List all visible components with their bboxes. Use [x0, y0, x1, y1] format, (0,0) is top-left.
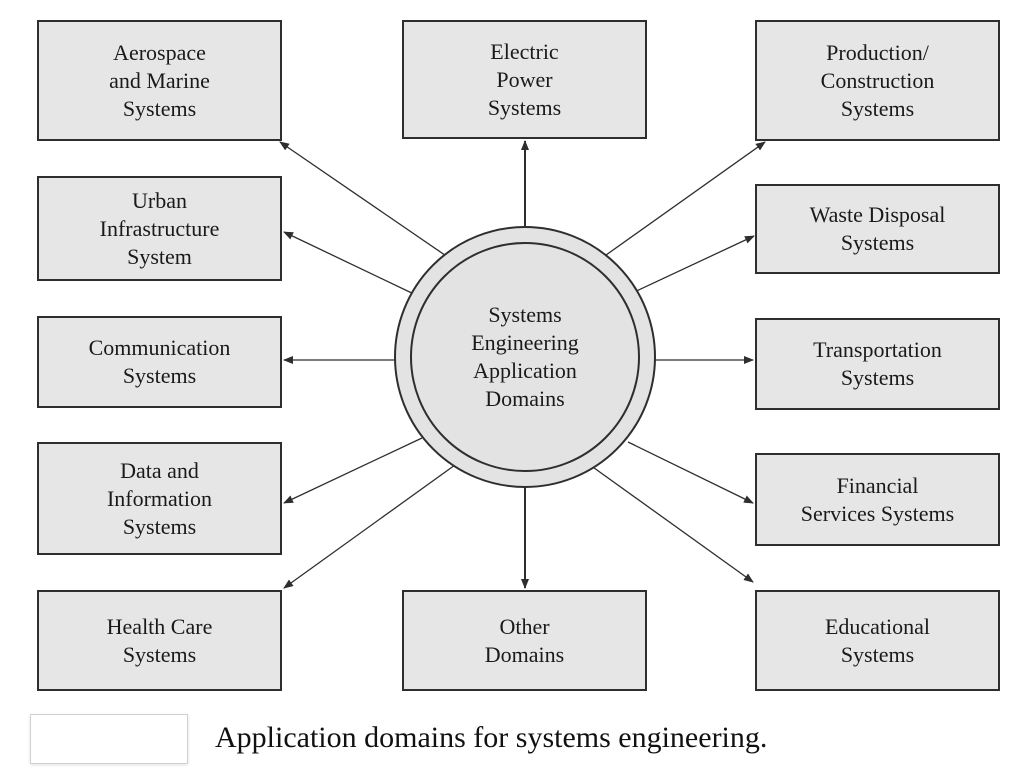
domain-label-line: Communication — [88, 335, 231, 360]
hub-inner-ring — [410, 242, 640, 472]
domain-label-line: Systems — [122, 363, 197, 388]
domain-label-line: Systems — [122, 95, 197, 121]
domain-label-line: Services Systems — [800, 500, 955, 526]
domain-label-line: Urban — [132, 187, 187, 213]
domain-label-line: Systems — [840, 95, 915, 121]
domain-label-line: Systems — [122, 513, 197, 539]
arrow-to-educational — [589, 464, 754, 583]
caption-placeholder-box — [30, 714, 188, 764]
domain-label-line: Electric — [490, 38, 559, 64]
domain-box-transportation: Transportation Systems — [755, 318, 1000, 410]
domain-label-line: Health Care — [106, 613, 213, 639]
arrow-to-financial — [627, 441, 754, 504]
figure-caption: Application domains for systems engineer… — [215, 721, 768, 754]
hub-label: Systems Engineering Application Domains — [410, 272, 640, 442]
hub-label-line: Engineering — [471, 330, 579, 355]
hub-label-line: Application — [473, 358, 577, 383]
domain-label-line: Power — [496, 66, 553, 92]
domain-label-line: Systems — [840, 230, 915, 255]
arrow-to-urban — [283, 231, 419, 297]
domain-box-healthcare: Health Care Systems — [37, 590, 282, 691]
domain-box-waste: Waste Disposal Systems — [755, 184, 1000, 274]
arrow-to-aerospace — [279, 141, 456, 263]
domain-box-educational: Educational Systems — [755, 590, 1000, 691]
domain-label-line: Transportation — [813, 337, 942, 362]
domain-label-line: Systems — [840, 641, 915, 667]
domain-box-aerospace: Aerospace and Marine Systems — [37, 20, 282, 141]
domain-label-line: Other — [499, 613, 550, 639]
domain-box-communication: Communication Systems — [37, 316, 282, 408]
domain-label-line: System — [127, 243, 192, 269]
domain-label-line: Infrastructure — [99, 215, 220, 241]
domain-label-line: Systems — [840, 365, 915, 390]
arrow-to-production — [591, 141, 766, 266]
domain-box-urban: Urban Infrastructure System — [37, 176, 282, 281]
domain-label-line: Construction — [820, 67, 935, 93]
domain-label-line: Educational — [824, 613, 931, 639]
hub-label-line: Domains — [485, 386, 565, 411]
domain-box-electric: Electric Power Systems — [402, 20, 647, 139]
arrow-to-data — [283, 437, 423, 504]
domain-label-line: Systems — [487, 94, 562, 120]
domain-label-line: Waste Disposal — [809, 202, 946, 227]
domain-label-line: Domains — [484, 641, 565, 667]
domain-label-line: Financial — [836, 472, 919, 498]
domain-label-line: Systems — [122, 641, 197, 667]
arrow-to-waste — [629, 235, 755, 295]
domain-box-other: Other Domains — [402, 590, 647, 691]
hub-label-line: Systems — [488, 302, 562, 327]
arrow-to-healthcare — [283, 464, 456, 589]
domain-box-production: Production/ Construction Systems — [755, 20, 1000, 141]
domain-label-line: Information — [106, 485, 213, 511]
domain-box-financial: Financial Services Systems — [755, 453, 1000, 546]
domain-box-data: Data and Information Systems — [37, 442, 282, 555]
domain-label-line: and Marine — [109, 67, 210, 93]
domain-label-line: Production/ — [826, 39, 929, 65]
domain-label-line: Data and — [120, 457, 199, 483]
domain-label-line: Aerospace — [113, 39, 206, 65]
